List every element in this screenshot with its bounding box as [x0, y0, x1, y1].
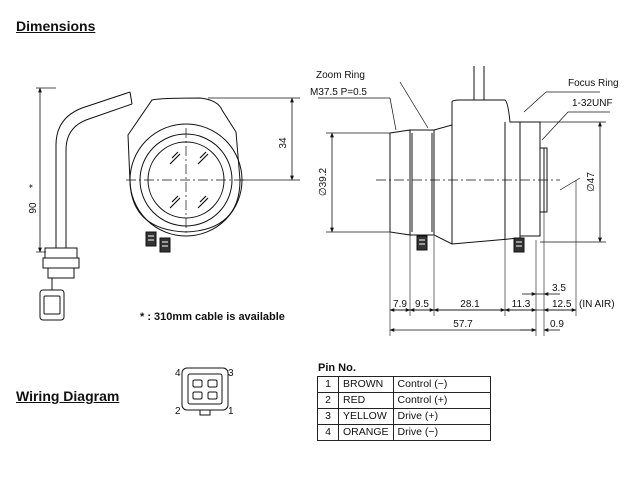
wiring-connector — [181, 367, 229, 416]
wire-color: BROWN — [338, 376, 394, 393]
dim-dia-47: ∅47 — [586, 172, 597, 192]
zoom-thread-label: M37.5 P=0.5 — [310, 87, 367, 98]
table-row: 4 ORANGE Drive (−) — [317, 424, 491, 441]
dim-7-9: 7.9 — [393, 299, 407, 310]
dim-3-5: 3.5 — [552, 283, 566, 294]
dim-34: 34 — [278, 137, 289, 149]
pin-table: 1 BROWN Control (−) 2 RED Control (+) 3 … — [317, 376, 491, 441]
focus-ring-section — [519, 121, 541, 237]
wiring-diagram-heading: Wiring Diagram — [16, 388, 120, 404]
dim-11-3: 11.3 — [512, 299, 531, 310]
connector-pin-4: 4 — [175, 368, 181, 379]
focus-ring-label: Focus Ring — [568, 78, 619, 89]
pin-number: 2 — [317, 392, 339, 409]
pin-number: 1 — [317, 376, 339, 393]
in-air-label: (IN AIR) — [579, 299, 615, 310]
main-body-section — [433, 99, 521, 245]
zoom-ring-section — [389, 129, 411, 236]
pin-function: Drive (+) — [392, 408, 491, 425]
connector-pin-2: 2 — [175, 406, 181, 417]
wire-color: RED — [338, 392, 394, 409]
table-row: 1 BROWN Control (−) — [317, 376, 491, 393]
connector-pin-3: 3 — [228, 368, 234, 379]
wire-color: YELLOW — [338, 408, 394, 425]
cable — [55, 91, 131, 248]
dim-57-7: 57.7 — [453, 319, 473, 330]
pin-table-title: Pin No. — [318, 362, 356, 374]
front-knobs — [145, 231, 171, 253]
cable-connector — [44, 247, 78, 259]
focus-thread-label: 1-32UNF — [572, 98, 613, 109]
wire-color: ORANGE — [338, 424, 394, 441]
connector-pin-1: 1 — [228, 406, 234, 417]
table-row: 2 RED Control (+) — [317, 392, 491, 409]
dim-90-mark: * — [28, 184, 39, 188]
side-view — [318, 66, 610, 336]
dim-9-5: 9.5 — [415, 299, 429, 310]
pin-number: 3 — [317, 408, 339, 425]
pin-number: 4 — [317, 424, 339, 441]
dim-12-5: 12.5 — [552, 299, 572, 310]
lens-body-front — [127, 97, 241, 233]
table-row: 3 YELLOW Drive (+) — [317, 408, 491, 425]
dim-dia-39-2: ∅39.2 — [318, 167, 329, 196]
front-view — [36, 87, 300, 321]
dim-90: 90 — [28, 202, 39, 214]
dim-0-9: 0.9 — [550, 319, 564, 330]
cable-note: * : 310mm cable is available — [140, 311, 285, 323]
pin-function: Control (+) — [392, 392, 491, 409]
dimensions-heading: Dimensions — [16, 18, 96, 34]
pin-function: Control (−) — [392, 376, 491, 393]
pin-function: Drive (−) — [392, 424, 491, 441]
zoom-ring-label: Zoom Ring — [316, 70, 365, 81]
dim-28-1: 28.1 — [460, 299, 480, 310]
